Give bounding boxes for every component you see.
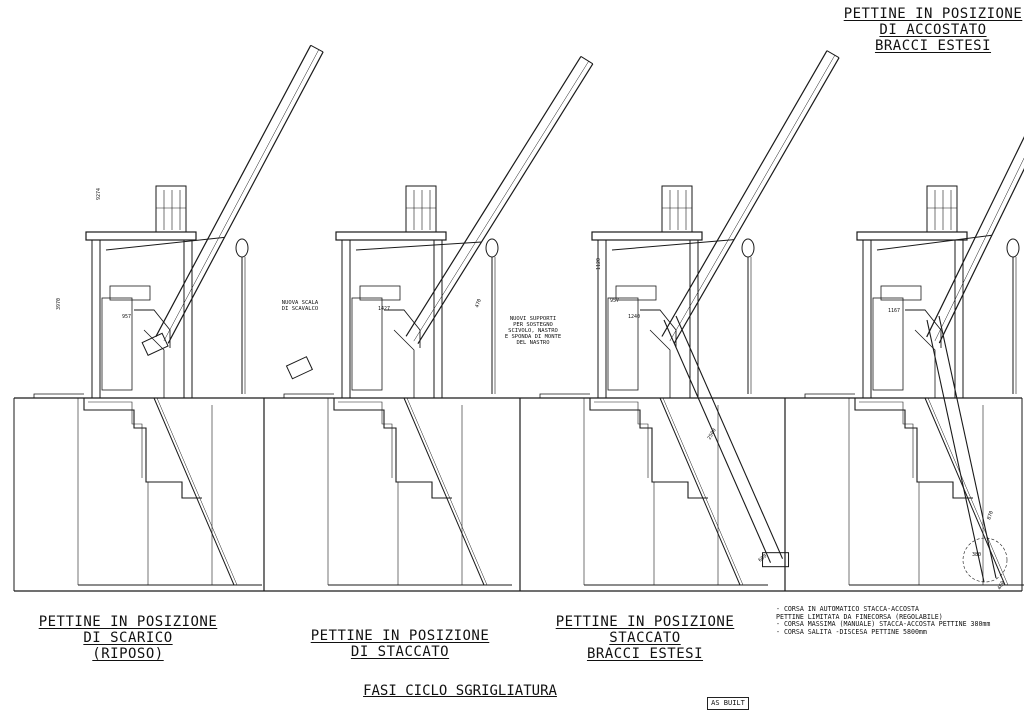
telescopic-arm (876, 136, 1024, 583)
drawing-title: FASI CICLO SGRIGLIATURA (363, 683, 557, 699)
dimension-label: 1240 (628, 314, 640, 320)
note-line: PETTINE LIMITATA DA FINECORSA (REGOLABIL… (776, 612, 943, 621)
machine-panel-4 (784, 136, 1024, 591)
machine-panel-1 (33, 44, 324, 586)
telescopic-arm (611, 50, 840, 568)
dimension-label: 380 (972, 552, 981, 558)
dimension-label: 957 (122, 314, 131, 320)
dimension-label: 957 (610, 298, 619, 304)
dimension-label: 600 (757, 553, 768, 563)
dimension-label: 1167 (888, 308, 900, 314)
dimension-label: 460 (997, 580, 1007, 591)
note-line: - CORSA IN AUTOMATICO STACCA-ACCOSTA (776, 605, 919, 613)
machine-panel-2 (263, 56, 594, 591)
note-line: - CORSA MASSIMA (MANUALE) STACCA-ACCOSTA… (776, 620, 991, 629)
note-line: - CORSA SALITA -DISCESA PETTINE 5800mm (776, 627, 927, 636)
dimension-label: 1427 (378, 306, 390, 312)
dimension-label: 3970 (56, 298, 62, 310)
annotation-nuovi-supporti: NUOVI SUPPORTI PER SOSTEGNO SCIVOLO, NAS… (504, 316, 562, 346)
machine-panel-3 (519, 50, 840, 591)
telescopic-arm (285, 56, 594, 380)
dimension-label: 470 (474, 298, 483, 309)
dimension-label: 2500 (707, 428, 718, 441)
telescopic-arm (105, 44, 324, 356)
dimension-label: 870 (986, 510, 995, 521)
dimension-label: 1120 (596, 258, 602, 270)
annotation-nuova-scala: NUOVA SCALA DI SCAVALCO (281, 300, 319, 312)
as-built-stamp: AS BUILT (707, 697, 749, 710)
dimension-label: 9274 (96, 188, 102, 200)
